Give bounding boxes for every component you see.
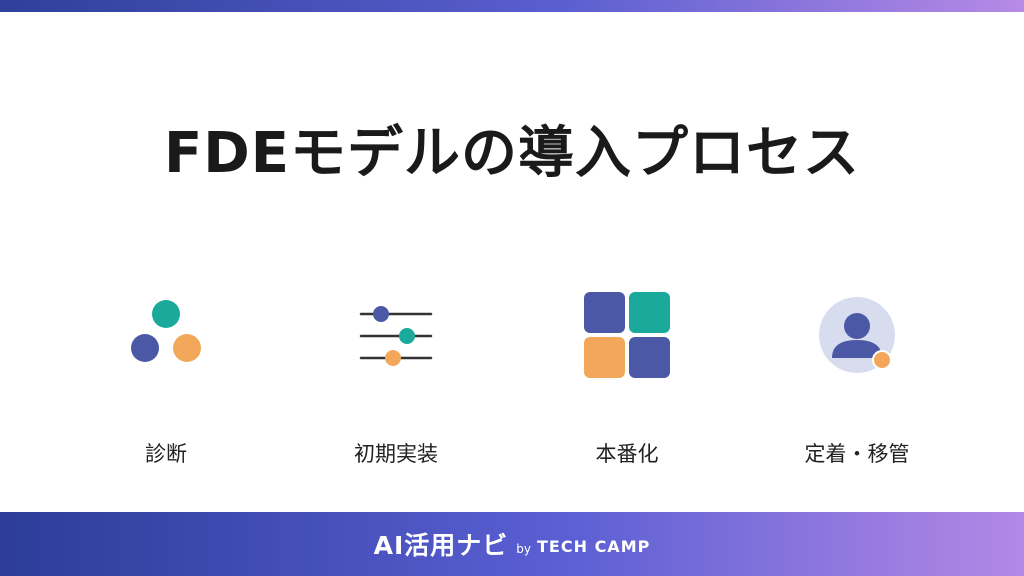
brand-by: by xyxy=(516,541,532,556)
brand-logo: AI活用ナビ by TECH CAMP xyxy=(0,512,1024,576)
step-label: 本番化 xyxy=(595,442,659,466)
step-adoption-handover: 定着・移管 xyxy=(757,280,957,480)
step-diagnosis: 診断 xyxy=(66,280,266,480)
top-gradient-bar xyxy=(0,0,1024,12)
brand-name: AI活用ナビ xyxy=(373,531,509,560)
user-avatar-icon xyxy=(819,297,895,373)
sliders-icon xyxy=(359,306,433,366)
page-title: FDEモデルの導入プロセス xyxy=(164,121,860,186)
step-label: 定着・移管 xyxy=(804,442,910,466)
step-label: 初期実装 xyxy=(354,442,438,466)
brand-org: TECH CAMP xyxy=(537,536,651,556)
step-production: 本番化 xyxy=(527,280,727,480)
four-squares-icon xyxy=(584,292,670,378)
step-initial-implementation: 初期実装 xyxy=(296,280,496,480)
footer-bar: AI活用ナビ by TECH CAMP xyxy=(0,512,1024,576)
step-label: 診断 xyxy=(145,442,187,466)
three-circles-icon xyxy=(131,300,201,362)
